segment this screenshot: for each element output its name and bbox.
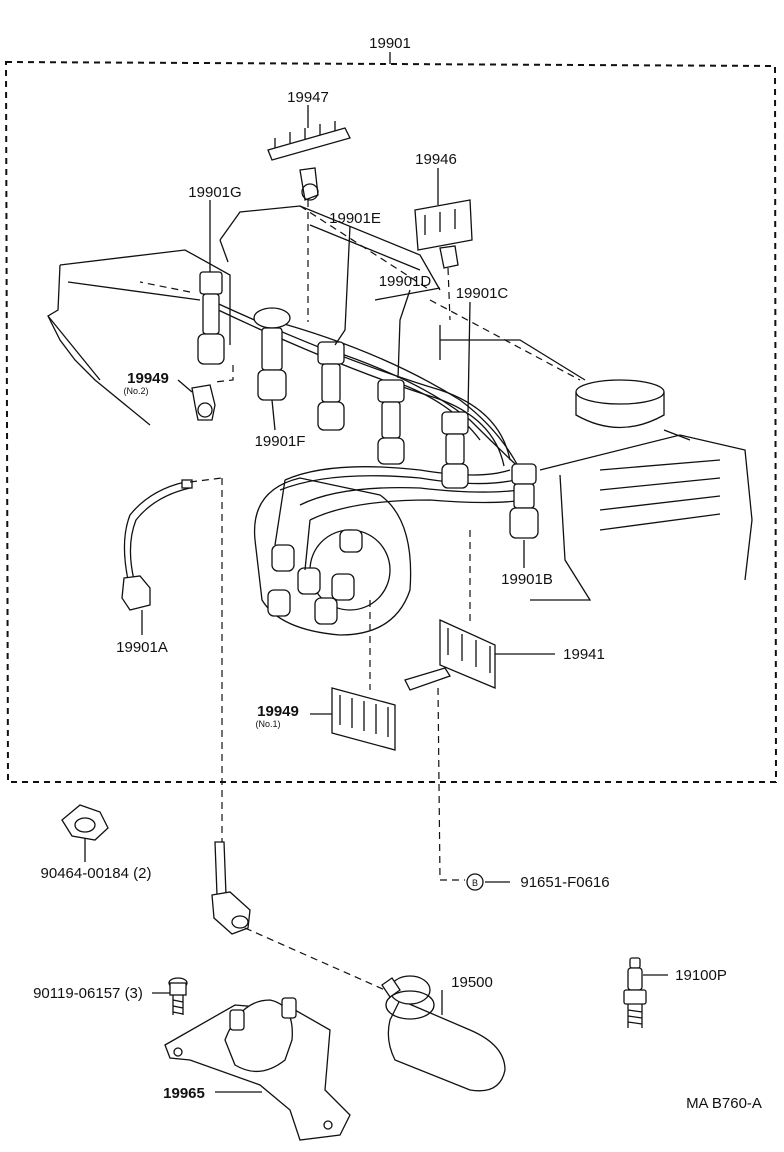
label-91651-F0616: 91651-F0616 <box>520 874 609 891</box>
distributor-cap <box>253 477 412 636</box>
label-19947: 19947 <box>287 89 329 106</box>
label-assembly: 19901 <box>369 35 411 52</box>
label-90119-06157: 90119-06157 (3) <box>33 985 143 1002</box>
clip-19946 <box>414 199 473 269</box>
dashed-relation-lines <box>139 200 581 991</box>
wire-19901F-boot <box>253 307 291 401</box>
label-19901C: 19901C <box>456 285 509 302</box>
label-19500: 19500 <box>451 974 493 991</box>
spark-plug-19100P <box>623 957 647 1028</box>
wire-19901A <box>121 479 193 611</box>
wire-19901C-boot <box>441 411 469 489</box>
marker-b-letter: B <box>472 878 478 888</box>
label-19965: 19965 <box>163 1085 205 1102</box>
assembly-frame <box>4 52 778 783</box>
clamp-19949-no2 <box>191 384 216 421</box>
engine-outline <box>47 205 753 601</box>
ignition-coil-19500 <box>381 975 506 1092</box>
wire-19901D-boot <box>377 379 405 465</box>
marker-b: B <box>466 873 484 891</box>
label-19901B: 19901B <box>501 571 553 588</box>
label-19100P: 19100P <box>675 967 727 984</box>
wire-19901E-boot <box>317 341 345 431</box>
bolt-90119-06157 <box>168 977 188 1015</box>
label-19901A: 19901A <box>116 639 168 656</box>
label-no1: (No.1) <box>255 719 280 729</box>
labels: 19901 19947 19946 19901G 19901E 19901D 1… <box>33 35 762 1112</box>
label-19941: 19941 <box>563 646 605 663</box>
label-no2: (No.2) <box>123 386 148 396</box>
clip-19947 <box>267 121 351 201</box>
label-90464-00184: 90464-00184 (2) <box>41 865 152 882</box>
label-19901E: 19901E <box>329 210 381 227</box>
label-19901D: 19901D <box>379 273 432 290</box>
clamp-19941 <box>404 618 496 691</box>
label-19949-no2: 19949 <box>127 370 169 387</box>
wire-19901G-boot <box>197 271 225 365</box>
label-19946: 19946 <box>415 151 457 168</box>
wire-19901B-boot <box>509 463 539 539</box>
clamp-90464-00184 <box>61 804 109 841</box>
clamp-19949-no1 <box>331 687 396 751</box>
label-19949-no1: 19949 <box>257 703 299 720</box>
label-19901G: 19901G <box>188 184 241 201</box>
coil-wire-end <box>211 841 251 935</box>
bracket-19965 <box>164 997 351 1141</box>
leader-lines <box>84 105 668 1093</box>
label-19901F: 19901F <box>255 433 306 450</box>
label-drawing-code: MA B760-A <box>686 1095 762 1112</box>
